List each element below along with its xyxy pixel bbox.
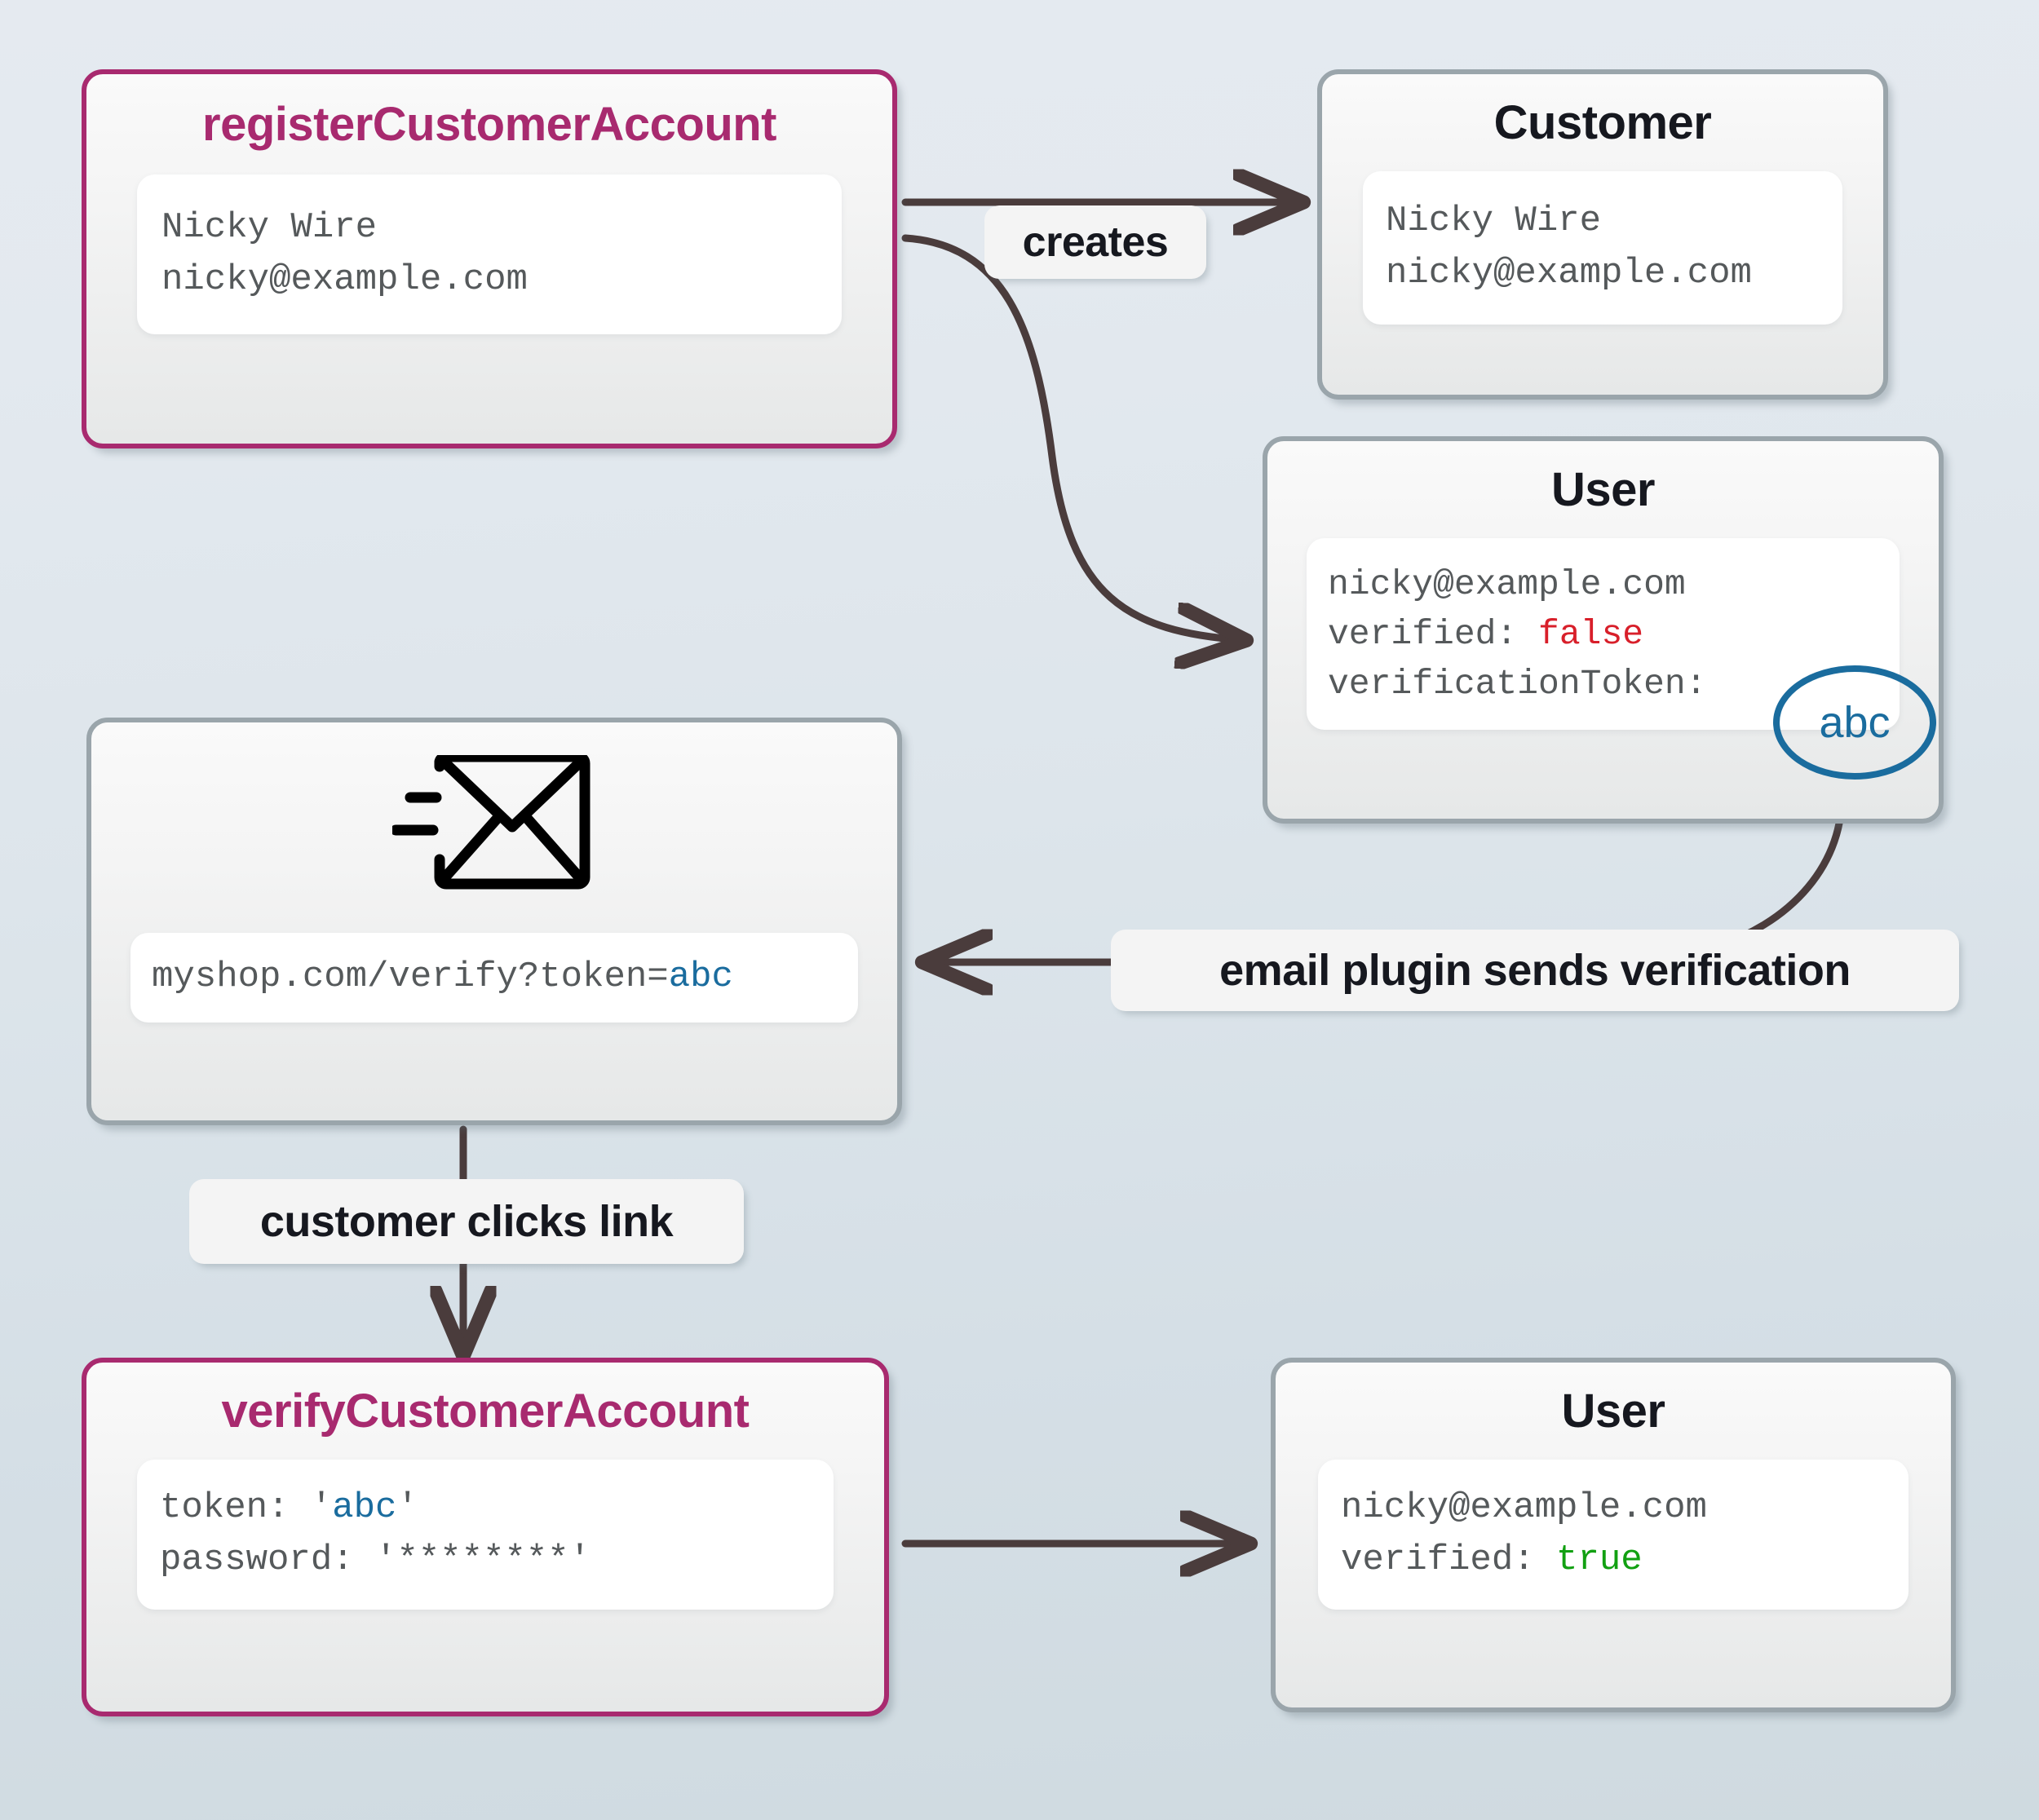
field-user-verified: verified: false bbox=[1328, 609, 1878, 659]
field-verify-token: token: 'abc' bbox=[160, 1482, 811, 1535]
fields-user-verified: nicky@example.com verified: true bbox=[1318, 1460, 1909, 1610]
verification-link-token: abc bbox=[668, 956, 733, 997]
field-user-token: verificationToken: bbox=[1328, 659, 1878, 709]
token-highlight-ellipse: abc bbox=[1773, 665, 1936, 780]
fields-customer: Nicky Wire nicky@example.com bbox=[1363, 171, 1842, 325]
edge-label-email-plugin: email plugin sends verification bbox=[1111, 930, 1959, 1011]
verification-link[interactable]: myshop.com/verify?token=abc bbox=[152, 952, 837, 1003]
field-verify-token-value: abc bbox=[332, 1487, 397, 1528]
edge-label-creates: creates bbox=[984, 205, 1206, 279]
fields-verify: token: 'abc' password: '********' bbox=[137, 1460, 834, 1610]
field-user-verified-email: nicky@example.com bbox=[1341, 1487, 1707, 1528]
field-user-verified-value: false bbox=[1538, 614, 1644, 655]
node-title-user-verified: User bbox=[1561, 1385, 1665, 1438]
node-register-customer-account[interactable]: registerCustomerAccount Nicky Wire nicky… bbox=[82, 69, 897, 448]
field-user-email: nicky@example.com bbox=[1328, 564, 1686, 604]
node-title-register: registerCustomerAccount bbox=[202, 98, 776, 151]
field-verify-token-quote-open: ' bbox=[310, 1487, 333, 1528]
node-verify-customer-account[interactable]: verifyCustomerAccount token: 'abc' passw… bbox=[82, 1358, 889, 1716]
field-verify-password-quote-close: ' bbox=[568, 1539, 591, 1580]
field-register-email: nicky@example.com bbox=[161, 258, 528, 300]
field-customer-name: Nicky Wire bbox=[1386, 201, 1602, 241]
token-badge-text: abc bbox=[1819, 698, 1891, 747]
edge-label-customer-clicks-link: customer clicks link bbox=[189, 1179, 744, 1264]
fields-register: Nicky Wire nicky@example.com bbox=[137, 174, 842, 334]
edge-creates-to-user bbox=[901, 234, 1244, 640]
field-verify-password-label: password: bbox=[160, 1539, 376, 1580]
node-user-verified[interactable]: User nicky@example.com verified: true bbox=[1271, 1358, 1956, 1712]
fields-email-link: myshop.com/verify?token=abc bbox=[130, 933, 858, 1023]
node-title-verify: verifyCustomerAccount bbox=[221, 1385, 750, 1438]
field-verify-password-quote-open: ' bbox=[375, 1539, 397, 1580]
node-title-customer: Customer bbox=[1493, 96, 1712, 149]
field-verify-token-label: token: bbox=[160, 1487, 311, 1528]
verification-link-prefix: myshop.com/verify?token= bbox=[152, 956, 669, 997]
field-user-verified-flag-value: true bbox=[1556, 1539, 1643, 1580]
field-verify-password: password: '********' bbox=[160, 1535, 811, 1587]
node-user-unverified[interactable]: User nicky@example.com verified: false v… bbox=[1263, 436, 1944, 824]
node-customer-entity[interactable]: Customer Nicky Wire nicky@example.com bbox=[1317, 69, 1888, 400]
field-verify-token-quote-close: ' bbox=[396, 1487, 418, 1528]
field-register-name: Nicky Wire bbox=[161, 207, 378, 248]
field-user-token-label: verificationToken: bbox=[1328, 664, 1707, 705]
node-title-user-unverified: User bbox=[1551, 463, 1655, 516]
send-email-envelope-icon bbox=[91, 755, 897, 894]
field-verify-password-value: ******** bbox=[396, 1539, 569, 1580]
field-user-verified-label: verified: bbox=[1328, 614, 1539, 655]
node-email-message[interactable]: myshop.com/verify?token=abc bbox=[86, 718, 902, 1125]
field-user-verified-flag-label: verified: bbox=[1341, 1539, 1557, 1580]
field-customer-email: nicky@example.com bbox=[1386, 252, 1752, 294]
field-user-verified-flag: verified: true bbox=[1341, 1535, 1886, 1587]
